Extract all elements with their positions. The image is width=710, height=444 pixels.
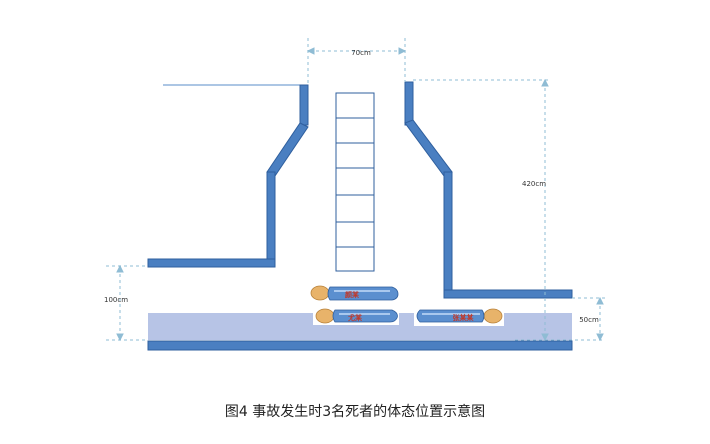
floor-slab	[147, 340, 573, 351]
dim-top-width-label: 70cm	[351, 49, 371, 57]
dim-bottom-right	[572, 296, 608, 342]
left-wall	[147, 84, 309, 268]
victim-2: 尤某	[315, 308, 398, 324]
victim-2-label: 尤某	[348, 313, 363, 322]
right-wall	[404, 81, 573, 299]
ladder	[335, 92, 375, 272]
dim-bottom-right-label: 50cm	[579, 316, 599, 324]
victim-3: 张某某	[416, 308, 503, 324]
victim-3-label: 张某某	[453, 313, 475, 322]
figure-caption: 图4 事故发生时3名死者的体态位置示意图	[224, 404, 486, 420]
victim-1-label: 颜某	[345, 290, 360, 299]
dim-left-height	[106, 264, 148, 342]
dim-right-height	[413, 78, 605, 342]
victim-1: 颜某	[310, 285, 399, 301]
dim-right-height-label: 420cm	[522, 180, 546, 188]
dim-top-width	[306, 38, 407, 84]
dim-left-height-label: 100cm	[104, 296, 128, 304]
